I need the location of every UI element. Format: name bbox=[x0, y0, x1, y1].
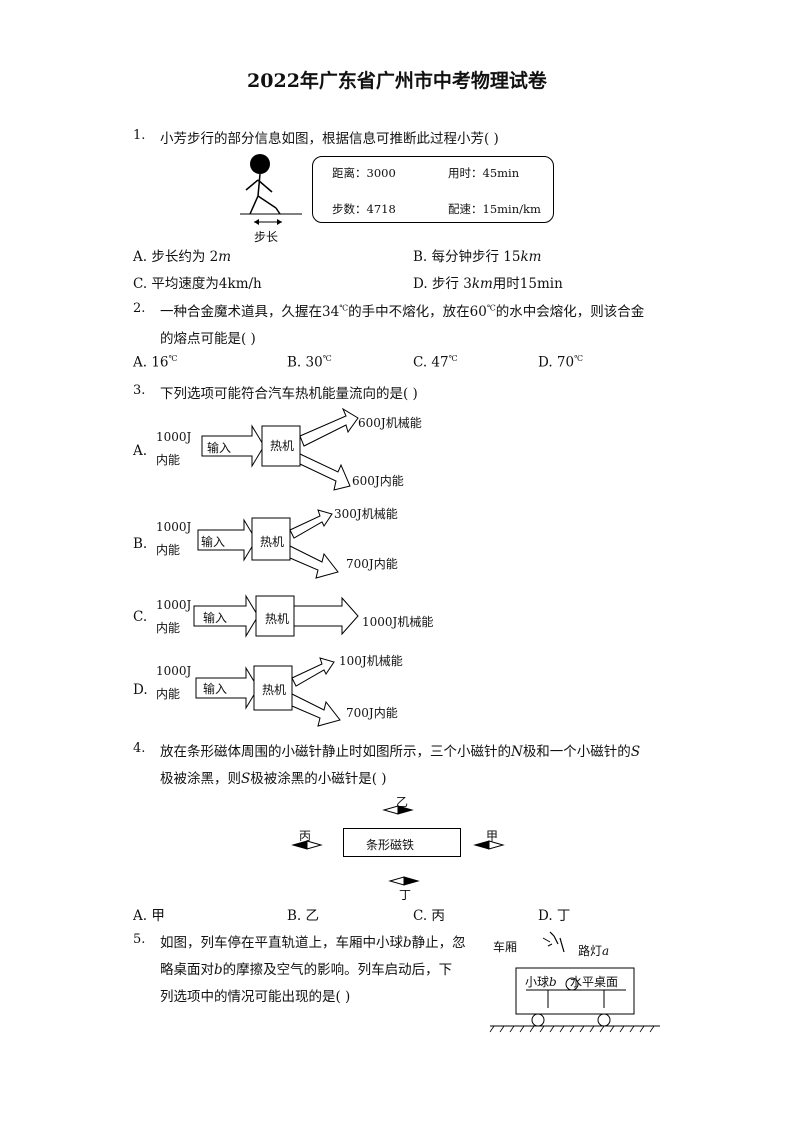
lamp-label: 路灯a bbox=[578, 944, 610, 958]
q3c-input-energy: 1000J bbox=[156, 598, 192, 612]
q3b-input-energy: 1000J bbox=[156, 520, 192, 534]
q3a-input-label: 输入 bbox=[207, 441, 232, 455]
q3a-output2: 600J内能 bbox=[352, 474, 404, 488]
table-label: 水平桌面 bbox=[570, 975, 619, 989]
train-carriage-diagram bbox=[489, 931, 660, 1033]
q2-option-b[interactable]: B. 30℃ bbox=[287, 354, 332, 371]
q3-option-a[interactable]: A. bbox=[133, 443, 148, 459]
q3b-input-label: 输入 bbox=[201, 535, 226, 549]
bar-magnet bbox=[343, 828, 461, 857]
q3c-engine-label: 热机 bbox=[265, 612, 290, 626]
needle-ding bbox=[388, 876, 420, 886]
needle-jia-label: 甲 bbox=[486, 829, 499, 843]
q3d-input-energy: 1000J bbox=[156, 664, 192, 678]
q4-number: 4. bbox=[133, 741, 146, 756]
q5-line2: 略桌面对b的摩擦及空气的影响。列车启动后，下 bbox=[160, 962, 453, 978]
q3c-input-kind: 内能 bbox=[156, 621, 181, 635]
info-pace: 配速：15min/km bbox=[448, 202, 541, 216]
q3d-output1: 100J机械能 bbox=[339, 654, 403, 668]
page-title: 2022年广东省广州市中考物理试卷 bbox=[247, 70, 547, 92]
q4-option-d[interactable]: D. 丁 bbox=[538, 908, 571, 924]
q3c-input-label: 输入 bbox=[203, 611, 228, 625]
needle-ding-label: 丁 bbox=[399, 888, 412, 902]
q3b-input-kind: 内能 bbox=[156, 543, 181, 557]
carriage-label: 车厢 bbox=[493, 940, 518, 954]
q3d-output2: 700J内能 bbox=[346, 706, 398, 720]
q3-option-d[interactable]: D. bbox=[133, 682, 148, 698]
q2-option-c[interactable]: C. 47℃ bbox=[413, 354, 458, 371]
needle-yi-label: 乙 bbox=[396, 795, 409, 809]
q1-option-b[interactable]: B. 每分钟步行 15km bbox=[413, 249, 542, 265]
q3a-input-energy: 1000J bbox=[156, 430, 192, 444]
needle-yi bbox=[382, 805, 414, 815]
q2-line2: 的熔点可能是( ) bbox=[160, 331, 256, 347]
info-steps: 步数：4718 bbox=[332, 202, 396, 216]
q3b-diagram bbox=[197, 509, 339, 579]
q4-option-c[interactable]: C. 丙 bbox=[413, 908, 445, 924]
q3c-diagram bbox=[193, 594, 359, 638]
q3d-input-kind: 内能 bbox=[156, 687, 181, 701]
q3-number: 3. bbox=[133, 383, 146, 398]
info-distance: 距离：3000 bbox=[332, 166, 396, 180]
q3-stem: 下列选项可能符合汽车热机能量流向的是( ) bbox=[160, 386, 418, 402]
q3b-output1: 300J机械能 bbox=[334, 507, 398, 521]
q1-option-c[interactable]: C. 平均速度为4km/h bbox=[133, 276, 262, 292]
q3c-output1: 1000J机械能 bbox=[362, 615, 434, 629]
q1-option-a[interactable]: A. 步长约为 2m bbox=[133, 249, 232, 265]
q5-line1: 如图，列车停在平直轨道上，车厢中小球b静止，忽 bbox=[160, 935, 466, 951]
q4-option-b[interactable]: B. 乙 bbox=[287, 908, 320, 924]
q4-line1: 放在条形磁体周围的小磁针静止时如图所示，三个小磁针的N极和一个小磁针的S bbox=[160, 744, 641, 760]
ball-label: 小球b bbox=[525, 975, 557, 989]
q3a-output1: 600J机械能 bbox=[358, 416, 422, 430]
q4-line2: 极被涂黑，则S极被涂黑的小磁针是( ) bbox=[160, 771, 387, 787]
q5-line3: 列选项中的情况可能出现的是( ) bbox=[160, 989, 351, 1005]
q3-option-c[interactable]: C. bbox=[133, 609, 148, 625]
needle-bing-label: 丙 bbox=[299, 829, 312, 843]
q1-option-d[interactable]: D. 步行 3km用时15min bbox=[413, 276, 563, 292]
walking-figure bbox=[240, 154, 302, 225]
needle-jia bbox=[473, 840, 505, 850]
q4-option-a[interactable]: A. 甲 bbox=[133, 908, 165, 924]
step-length-label: 步长 bbox=[254, 230, 279, 244]
q5-number: 5. bbox=[133, 932, 146, 947]
info-time: 用时：45min bbox=[448, 166, 520, 180]
q3b-engine-label: 热机 bbox=[260, 535, 285, 549]
q2-option-a[interactable]: A. 16℃ bbox=[133, 354, 178, 371]
q3a-input-kind: 内能 bbox=[156, 453, 181, 467]
q3d-engine-label: 热机 bbox=[262, 683, 287, 697]
q3b-output2: 700J内能 bbox=[346, 557, 398, 571]
q2-option-d[interactable]: D. 70℃ bbox=[538, 354, 584, 371]
q3-option-b[interactable]: B. bbox=[133, 536, 148, 552]
q3d-diagram bbox=[195, 657, 341, 727]
q2-line1: 一种合金魔术道具，久握在34℃的手中不熔化，放在60℃的水中会熔化，则该合金 bbox=[160, 303, 645, 321]
q3a-diagram bbox=[201, 407, 359, 491]
q1-stem: 小芳步行的部分信息如图，根据信息可推断此过程小芳( ) bbox=[160, 131, 499, 147]
q3a-engine-label: 热机 bbox=[270, 439, 295, 453]
bar-magnet-label: 条形磁铁 bbox=[366, 838, 415, 852]
q1-number: 1. bbox=[133, 128, 146, 143]
walk-info-panel bbox=[312, 156, 554, 223]
q2-number: 2. bbox=[133, 301, 146, 316]
q3d-input-label: 输入 bbox=[203, 682, 228, 696]
needle-bing bbox=[291, 840, 323, 850]
